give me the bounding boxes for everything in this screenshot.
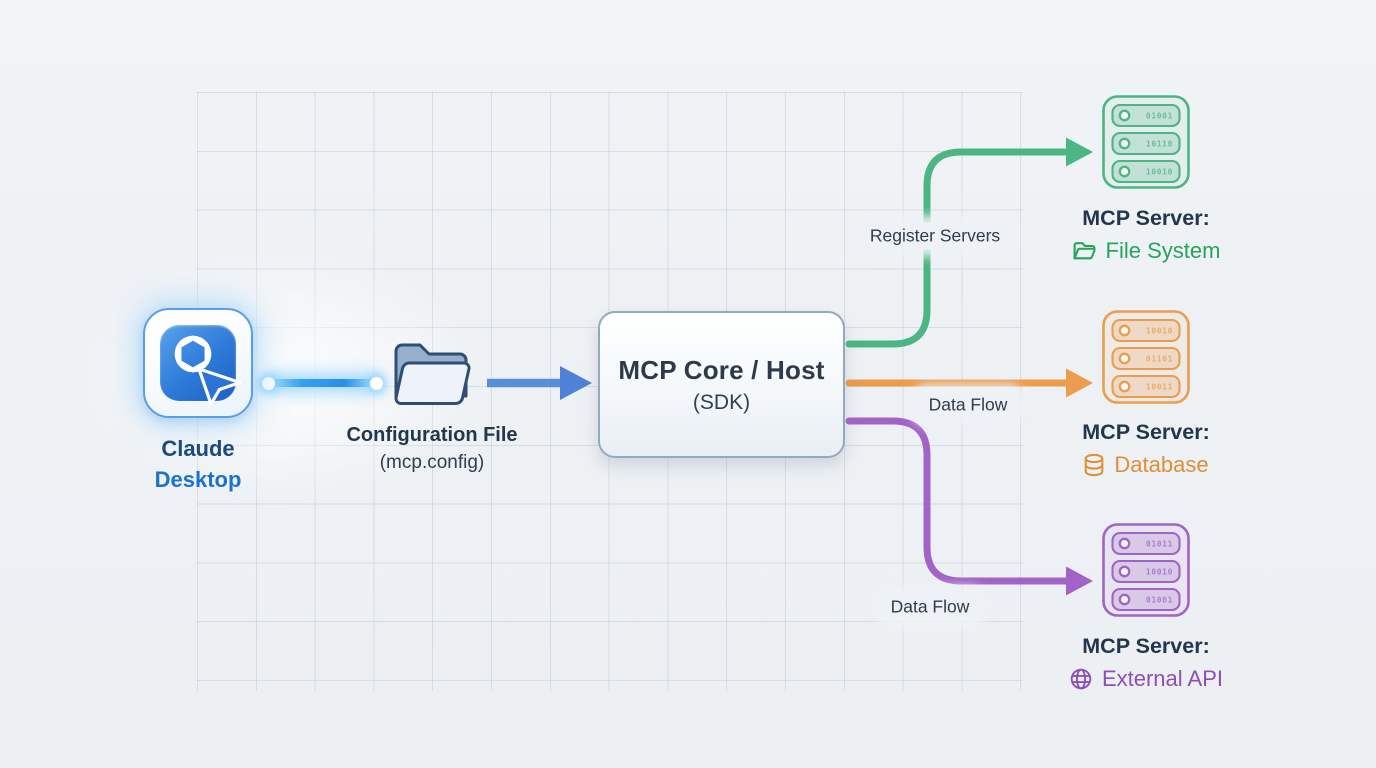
svg-text:01101: 01101: [1146, 355, 1173, 364]
folder-open-icon: [1073, 242, 1096, 260]
server-title: MCP Server:: [1082, 420, 1210, 444]
claude-desktop-node: [143, 308, 253, 418]
edge-label-data-flow-database: Data Flow: [918, 391, 1018, 419]
arrowhead-database: [1066, 368, 1093, 398]
claude-app-icon: [160, 325, 242, 406]
edge-endpoint-dot: [262, 376, 275, 390]
svg-text:10010: 10010: [1146, 568, 1173, 577]
edge-endpoint-dot: [370, 376, 383, 390]
svg-text:10110: 10110: [1146, 140, 1173, 149]
database-icon: [1085, 453, 1104, 477]
edge-label-register-servers: Register Servers: [859, 222, 1011, 250]
arrowhead-api: [1066, 566, 1093, 596]
server-icon-external-api: 01011 10010 01001: [1102, 523, 1190, 617]
server-label-database: MCP Server: Database: [1026, 420, 1266, 478]
claude-label-line1: Claude: [161, 436, 235, 461]
server-icon-file-system: 01001 10110 10010: [1102, 95, 1190, 189]
svg-text:10010: 10010: [1146, 168, 1173, 177]
config-label-line2: (mcp.config): [379, 452, 485, 473]
svg-text:10010: 10010: [1146, 327, 1173, 336]
svg-text:10011: 10011: [1146, 383, 1173, 392]
edge-core-to-api: [845, 417, 1072, 585]
arrowhead-config-to-core: [560, 366, 592, 400]
server-name-row: Database: [1026, 452, 1266, 478]
server-label-external-api: MCP Server: External API: [1026, 634, 1266, 692]
svg-text:01011: 01011: [1146, 540, 1173, 549]
edge-claude-to-config: [270, 379, 376, 387]
mcp-core-host-node: MCP Core / Host (SDK): [598, 311, 845, 458]
server-label-file-system: MCP Server: File System: [1026, 206, 1266, 264]
server-title: MCP Server:: [1082, 634, 1210, 658]
claude-desktop-label: Claude Desktop: [103, 433, 293, 495]
server-name: Database: [1114, 452, 1209, 477]
server-icon-database: 10010 01101 10011: [1102, 310, 1190, 404]
svg-text:01001: 01001: [1146, 112, 1173, 121]
core-title: MCP Core / Host: [618, 354, 825, 385]
config-folder-icon: [394, 343, 471, 405]
server-title: MCP Server:: [1082, 206, 1210, 230]
server-name-row: File System: [1026, 238, 1266, 264]
globe-icon: [1070, 668, 1092, 690]
core-subtitle: (SDK): [692, 390, 751, 414]
claude-label-line2: Desktop: [154, 467, 242, 492]
svg-text:01001: 01001: [1146, 596, 1173, 605]
server-name: File System: [1105, 238, 1221, 263]
server-name-row: External API: [1026, 666, 1266, 692]
config-label-line1: Configuration File: [346, 424, 518, 446]
cursor-arrow-icon: [197, 367, 242, 406]
arrowhead-filesystem: [1066, 137, 1093, 167]
config-file-label: Configuration File (mcp.config): [312, 421, 552, 477]
edge-label-data-flow-api: Data Flow: [880, 593, 980, 621]
server-name: External API: [1101, 666, 1224, 691]
